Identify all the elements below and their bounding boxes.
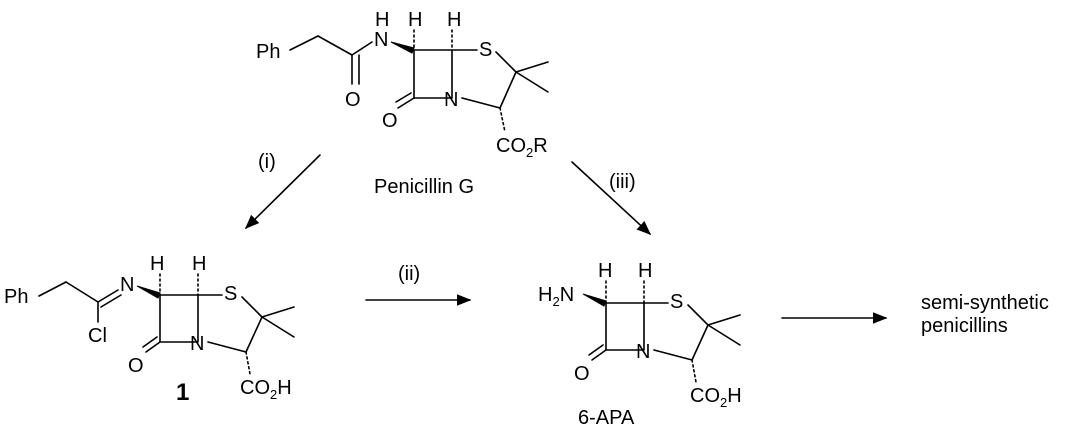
- compound-1-h1: H: [150, 253, 164, 275]
- bond: [142, 336, 158, 348]
- bond: [397, 97, 415, 109]
- bond: [97, 289, 119, 303]
- 6-apa-lactam-oxygen: O: [574, 363, 590, 385]
- compound-1-ring-n: N: [190, 333, 204, 355]
- bond: [207, 341, 247, 353]
- bond: [707, 314, 741, 326]
- 6-apa-co2h: CO2H: [690, 385, 742, 410]
- bond: [495, 51, 517, 73]
- bond: [691, 324, 709, 361]
- compound-1-imine-n: N: [120, 274, 134, 296]
- bond: [100, 294, 122, 308]
- beta-lactam-ring: [159, 294, 199, 343]
- compound-1-sulfur: S: [224, 283, 237, 305]
- wedge-bond: [582, 293, 607, 307]
- step-iii-label: (iii): [609, 171, 636, 193]
- product-line-1: semi-synthetic: [921, 292, 1049, 314]
- penicillin-g-amide-oxygen: O: [345, 89, 361, 111]
- compound-1-chlorine: Cl: [88, 325, 107, 347]
- 6-apa-sulfur: S: [670, 291, 683, 313]
- penicillin-g-structure: Ph O H N H H O N S CO2R Penicillin G: [256, 9, 549, 198]
- 6-apa-h1: H: [598, 260, 612, 282]
- 6-apa-amine-label: H2N: [538, 284, 574, 309]
- compound-1-structure: Ph Cl N H H O N S CO2H 1: [4, 253, 295, 406]
- step-i-label: (i): [258, 151, 276, 173]
- product-line-2: penicillins: [921, 315, 1008, 337]
- bond: [145, 341, 161, 353]
- bond: [687, 304, 709, 326]
- bond: [241, 296, 263, 318]
- penicillin-g-co2r-co: CO2R: [496, 135, 548, 160]
- penicillin-g-ring-n: N: [444, 89, 458, 111]
- 6-apa-ring-n: N: [636, 341, 650, 363]
- wedge-bond: [136, 285, 161, 299]
- compound-1-number-label: 1: [176, 379, 189, 406]
- bond: [515, 61, 549, 73]
- bond: [317, 35, 353, 56]
- arrow-step-i: [244, 154, 321, 230]
- 6-apa-name: 6-APA: [578, 407, 635, 429]
- bond: [245, 316, 263, 353]
- bond: [261, 316, 295, 338]
- penicillin-g-ph-label: Ph: [256, 41, 280, 63]
- bond: [395, 92, 412, 103]
- 6-apa-structure: H2N H H O N S CO2H 6-APA: [538, 260, 742, 429]
- compound-1-lactam-oxygen: O: [128, 355, 144, 377]
- beta-lactam-ring: [413, 49, 453, 99]
- wedge-bond: [390, 41, 415, 54]
- bond: [499, 71, 517, 109]
- compound-1-co2h: CO2H: [240, 377, 292, 402]
- bond: [588, 344, 604, 356]
- bond: [289, 35, 319, 51]
- bond: [351, 41, 373, 56]
- step-ii-label: (ii): [398, 263, 420, 285]
- bond: [515, 71, 549, 93]
- compound-1-h2: H: [192, 253, 206, 275]
- hash-bond: [691, 359, 697, 383]
- penicillin-g-nh-h: H: [375, 9, 389, 31]
- arrow-step-iii: [571, 161, 652, 235]
- bond: [707, 324, 741, 346]
- 6-apa-h2: H: [638, 260, 652, 282]
- compound-1-ph-label: Ph: [4, 286, 28, 308]
- penicillin-g-lactam-oxygen: O: [382, 110, 398, 132]
- bond: [591, 349, 607, 361]
- penicillin-g-nh-n: N: [374, 29, 388, 51]
- beta-lactam-ring: [605, 302, 645, 351]
- bond: [65, 281, 99, 303]
- bond: [261, 306, 295, 318]
- penicillin-g-h2: H: [447, 9, 461, 31]
- penicillin-g-name: Penicillin G: [374, 176, 474, 198]
- hash-bond: [499, 107, 506, 133]
- bond: [38, 281, 67, 297]
- bond: [653, 349, 693, 361]
- penicillin-g-h1: H: [408, 9, 422, 31]
- hash-bond: [245, 351, 251, 375]
- bond: [461, 97, 501, 109]
- penicillin-g-sulfur: S: [479, 39, 492, 61]
